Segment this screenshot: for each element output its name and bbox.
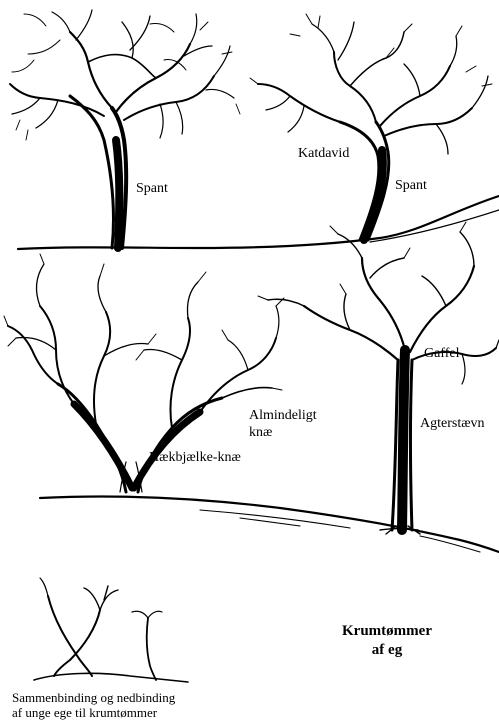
label-spant-right: Spant [395,178,427,193]
tree-haekbjaelke [3,253,285,494]
ground-lower [38,495,499,554]
label-katdavid: Katdavid [298,146,350,161]
title-line-2: af eg [371,642,403,658]
label-gaffel: Gaffel [424,346,460,361]
ground-upper [16,194,499,251]
tree-katdavid [249,13,493,244]
tree-spant-left [9,9,241,252]
label-almindeligt: Almindeligt [249,408,317,423]
label-spant-left: Spant [136,181,168,196]
label-haekbjaelke: Hækbjælke-knæ [149,450,241,465]
caption-line-1: Sammenbinding og nedbinding [12,690,176,705]
figure-title: Krumtømmer af eg [322,622,452,660]
caption-line-2: af unge ege til krumtømmer [12,705,158,720]
sapling-binding-sketch [33,577,189,683]
figure-caption: Sammenbinding og nedbinding af unge ege … [12,690,175,720]
label-agterstaevn: Agterstævn [420,416,485,431]
title-line-1: Krumtømmer [342,623,432,639]
tree-agterstaevn [257,221,499,535]
label-knae: knæ [249,425,273,440]
